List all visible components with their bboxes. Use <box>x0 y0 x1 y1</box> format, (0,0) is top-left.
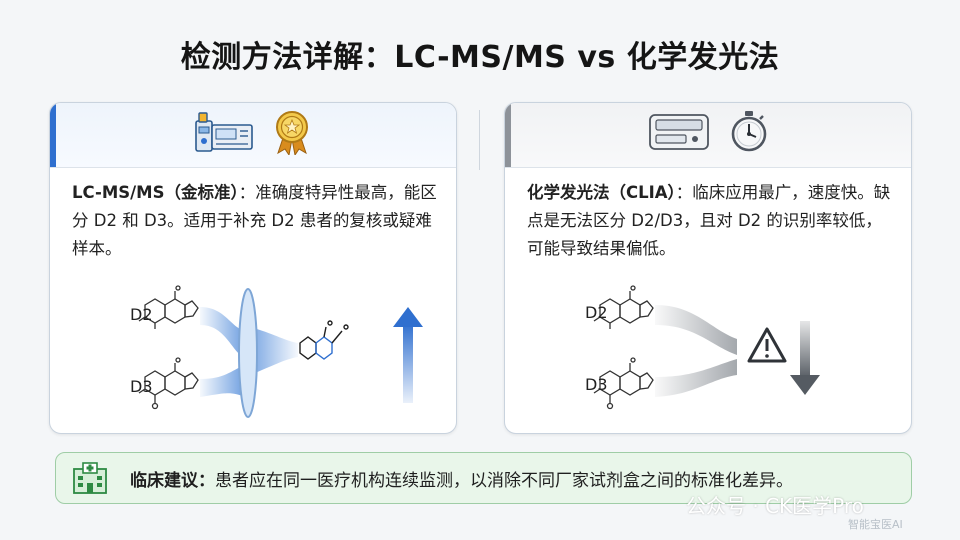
d2-label: D2 <box>585 303 608 322</box>
lcms-desc: 准确度特异性最高，能区分 D2 和 D3。适用于补充 D2 患者的复核或疑难样本… <box>72 183 437 258</box>
d2-grey-beam <box>655 305 737 355</box>
clia-card-header <box>505 103 911 168</box>
stopwatch-icon <box>731 111 766 152</box>
product-molecule-icon <box>299 320 349 360</box>
clia-accent-bar <box>505 103 511 167</box>
d3-label: D3 <box>585 375 608 394</box>
lcms-description: LC-MS/MS（金标准）：准确度特异性最高，能区分 D2 和 D3。适用于补充… <box>72 179 438 263</box>
d3-molecule-icon <box>138 357 199 410</box>
d2-molecule-icon <box>138 285 199 329</box>
clia-description: 化学发光法（CLIA）：临床应用最广，速度快。缺点是无法区分 D2/D3，且对 … <box>527 179 893 263</box>
lcms-card-header <box>50 103 456 168</box>
advice-colon: ： <box>198 471 215 491</box>
lcms-colon: ： <box>238 183 256 202</box>
analyzer-instrument-icon <box>649 114 710 150</box>
clia-desc: 临床应用最广，速度快。缺点是无法区分 D2/D3，且对 D2 的识别率较低，可能… <box>527 183 891 258</box>
d3-molecule-icon <box>593 357 654 410</box>
lcms-diagram: D2 D3 <box>50 279 456 429</box>
advice-text: 临床建议：患者应在同一医疗机构连续监测，以消除不同厂家试剂盒之间的标准化差异。 <box>130 466 793 491</box>
advice-body: 患者应在同一医疗机构连续监测，以消除不同厂家试剂盒之间的标准化差异。 <box>215 471 793 491</box>
clinical-advice-banner: 临床建议：患者应在同一医疗机构连续监测，以消除不同厂家试剂盒之间的标准化差异。 <box>55 452 912 504</box>
exit-beam <box>250 327 298 375</box>
clia-card: 化学发光法（CLIA）：临床应用最广，速度快。缺点是无法区分 D2/D3，且对 … <box>504 102 912 434</box>
lcms-term: LC-MS/MS（金标准） <box>72 183 239 202</box>
clia-term: 化学发光法（CLIA） <box>527 183 676 202</box>
gold-medal-icon <box>275 111 308 155</box>
d3-label: D3 <box>130 377 153 396</box>
lcms-card: LC-MS/MS（金标准）：准确度特异性最高，能区分 D2 和 D3。适用于补充… <box>49 102 457 434</box>
lcms-accent-bar <box>50 103 56 167</box>
d3-grey-beam <box>655 359 737 397</box>
d2-beam <box>200 307 245 359</box>
hospital-icon <box>73 462 107 494</box>
clia-colon: ： <box>675 183 693 202</box>
advice-label: 临床建议 <box>130 471 198 491</box>
d2-label: D2 <box>130 305 153 324</box>
down-arrow-icon <box>790 321 820 395</box>
card-divider <box>479 110 480 170</box>
page-title: 检测方法详解：LC-MS/MS vs 化学发光法 <box>180 40 780 75</box>
watermark-sub: 智能宝医AI <box>848 518 903 531</box>
clia-diagram: D2 D3 <box>505 279 911 429</box>
watermark: 公众号 · CK医学Pro <box>686 494 864 518</box>
d2-molecule-icon <box>593 285 654 329</box>
mass-filter-lens <box>238 288 258 418</box>
up-arrow-icon <box>393 307 423 403</box>
d3-beam <box>200 365 245 397</box>
chromatograph-instrument-icon <box>195 112 254 152</box>
warning-icon <box>747 327 787 363</box>
